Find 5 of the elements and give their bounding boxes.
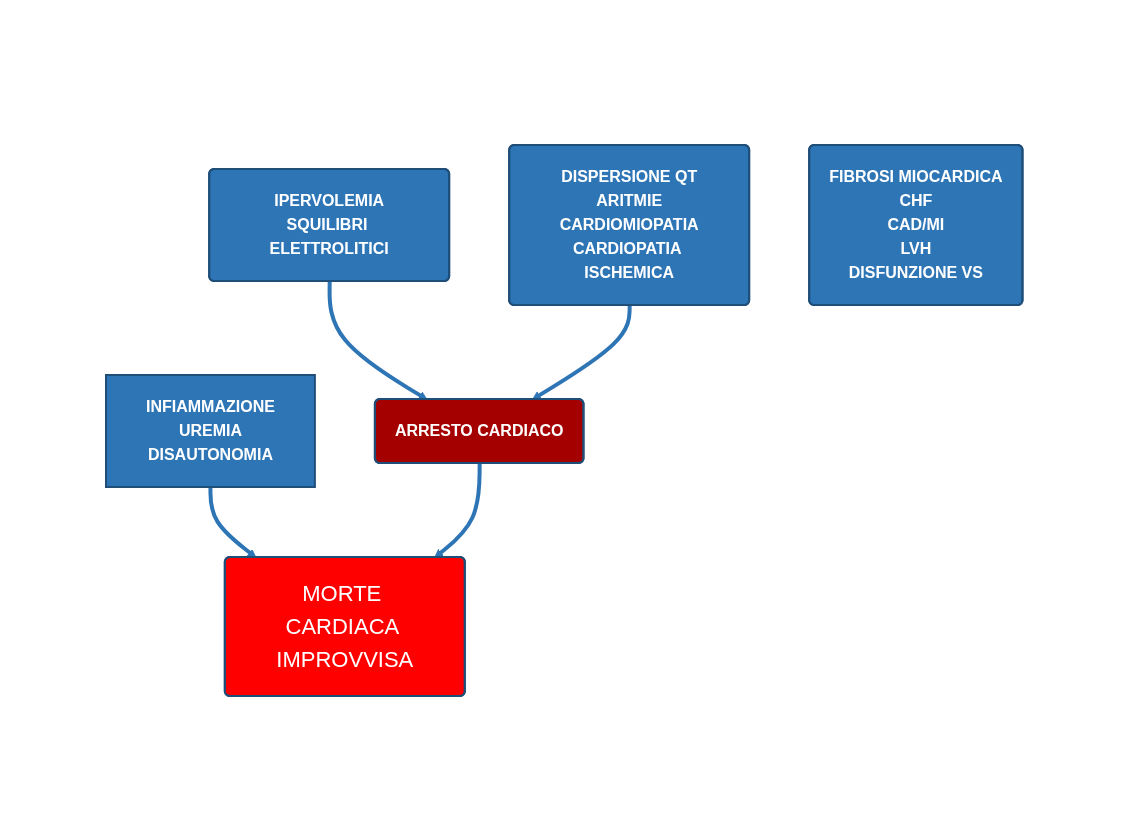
arrow (327, 281, 428, 400)
arrow (208, 486, 257, 558)
arrow (532, 304, 632, 400)
arrow (434, 462, 482, 558)
node-box: INFIAMMAZIONE UREMIA DISAUTONOMIA (105, 373, 317, 488)
